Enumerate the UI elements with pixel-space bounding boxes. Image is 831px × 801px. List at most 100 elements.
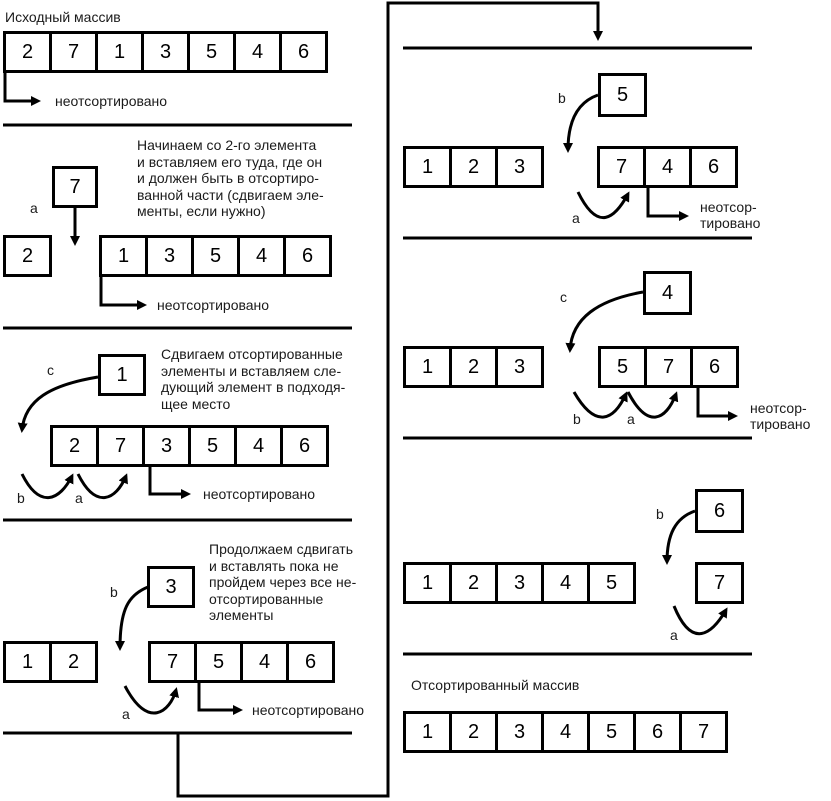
unsorted-label: неотсортировано — [55, 93, 168, 109]
shift-arrow — [76, 473, 128, 499]
arrow-label: a — [670, 627, 678, 643]
array-cell: 4 — [541, 711, 590, 753]
shift-arrow — [572, 391, 628, 419]
rest-part: 7 4 6 — [597, 146, 738, 188]
sorted-part: 1 2 3 — [403, 346, 544, 388]
array-cell: 3 — [495, 146, 544, 188]
step1-note: Начинаем со 2-го элемента и вставляем ег… — [137, 137, 324, 219]
shift-arrow — [20, 473, 74, 499]
array-cell: 5 — [587, 562, 636, 604]
arrow-label: c — [560, 289, 567, 305]
array-cell: 5 — [194, 641, 243, 683]
rest-part: 7 — [695, 562, 744, 604]
array-cell: 2 — [3, 31, 52, 73]
source-array: 2 7 1 3 5 4 6 — [3, 31, 328, 73]
array-cell: 5 — [598, 346, 647, 388]
array-cell: 1 — [403, 711, 452, 753]
arrow-label: a — [75, 490, 83, 506]
unsorted-pointer — [197, 683, 243, 715]
arrow-label: b — [656, 506, 664, 522]
moving-element: 7 — [52, 166, 98, 208]
array-cell: 4 — [234, 425, 283, 467]
array-cell: 5 — [191, 235, 240, 277]
move-arrow — [17, 375, 99, 433]
move-arrow — [115, 585, 149, 651]
unsorted-label-part: тировано — [750, 416, 811, 432]
arrow-label: b — [17, 490, 25, 506]
array-cell: 7 — [96, 425, 145, 467]
unsorted-label-part: неотсор- — [750, 400, 807, 416]
array-cell: 2 — [50, 425, 99, 467]
move-arrow — [662, 509, 696, 565]
unsorted-label-part: тировано — [700, 215, 761, 231]
array-cell: 4 — [240, 641, 289, 683]
moving-element: 1 — [98, 354, 146, 396]
moving-element: 3 — [147, 566, 195, 608]
unsorted-label: неотсортировано — [203, 486, 316, 502]
unsorted-pointer — [696, 387, 738, 421]
unsorted-pointer — [148, 466, 191, 499]
arrow-label: a — [627, 411, 635, 427]
array-cell: 6 — [283, 235, 332, 277]
array-cell: 7 — [679, 711, 728, 753]
rest-part: 5 7 6 — [598, 346, 739, 388]
unsorted-label-part: неотсор- — [700, 199, 757, 215]
step3-note: Продолжаем сдвигать и вставлять пока не … — [209, 541, 357, 623]
step2-note: Сдвигаем отсортированные элементы и вста… — [161, 346, 346, 412]
array-cell: 3 — [145, 235, 194, 277]
arrow-label: b — [110, 584, 118, 600]
array-cell: 4 — [237, 235, 286, 277]
array-cell: 7 — [597, 146, 646, 188]
array-cell: 2 — [449, 562, 498, 604]
array-cell: 4 — [233, 31, 282, 73]
array-cell: 3 — [141, 31, 190, 73]
array-cell: 3 — [495, 562, 544, 604]
array-cell: 6 — [279, 31, 328, 73]
shift-arrow — [576, 191, 630, 219]
array-cell: 5 — [587, 711, 636, 753]
array-cell: 7 — [49, 31, 98, 73]
moving-element: 5 — [598, 73, 647, 117]
array-cell: 4 — [643, 146, 692, 188]
array-cell: 3 — [142, 425, 191, 467]
sorted-title: Отсортированный массив — [411, 677, 580, 693]
array-cell: 6 — [280, 425, 329, 467]
array-cell: 3 — [495, 711, 544, 753]
unsorted-pointer — [99, 277, 147, 310]
sorted-part: 2 — [3, 235, 52, 277]
array-cell: 1 — [3, 641, 52, 683]
arrow-label: a — [572, 210, 580, 226]
array-cell: 1 — [403, 146, 452, 188]
array-cell: 1 — [95, 31, 144, 73]
array-cell: 2 — [449, 146, 498, 188]
array-cell: 5 — [187, 31, 236, 73]
array-cell: 6 — [286, 641, 335, 683]
array-cell: 5 — [188, 425, 237, 467]
move-arrow — [563, 93, 599, 153]
unsorted-label: неотсортировано — [252, 702, 365, 718]
unsorted-pointer — [646, 188, 689, 221]
shift-arrow — [626, 391, 679, 419]
sorted-part: 1 2 3 4 5 — [403, 562, 636, 604]
array-cell: 6 — [633, 711, 682, 753]
array-cell: 2 — [49, 641, 98, 683]
array-cell: 2 — [449, 346, 498, 388]
array-cell: 7 — [644, 346, 693, 388]
array-cell: 1 — [99, 235, 148, 277]
array-cell: 1 — [403, 346, 452, 388]
move-arrow — [565, 290, 644, 353]
moving-element: 4 — [643, 271, 692, 315]
arrow-label: b — [558, 90, 566, 106]
rest-part: 1 3 5 4 6 — [99, 235, 332, 277]
array-cell: 2 — [3, 235, 52, 277]
array-cell: 6 — [690, 346, 739, 388]
array-cell: 6 — [689, 146, 738, 188]
array-cell: 4 — [541, 562, 590, 604]
array-cell: 3 — [495, 346, 544, 388]
array-cell: 1 — [403, 562, 452, 604]
flow-connector — [176, 1, 603, 798]
array-cell: 7 — [148, 641, 197, 683]
array-cell: 2 — [449, 711, 498, 753]
